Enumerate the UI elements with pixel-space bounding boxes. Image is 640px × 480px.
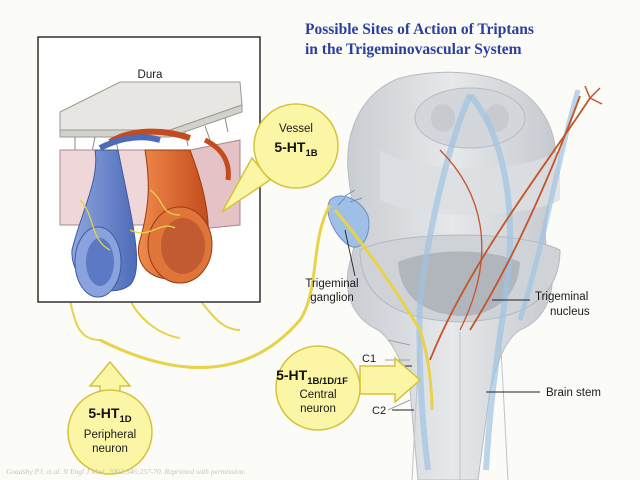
trigeminal-ganglion-shape	[327, 189, 370, 248]
central-neuron-callout: 5-HT1B/1D/1F Central neuron	[275, 345, 422, 431]
trigeminal-ganglion-label-line2: ganglion	[310, 292, 353, 304]
peripheral-label-line2: neuron	[92, 443, 128, 455]
vessel-label: Vessel	[279, 123, 313, 135]
peripheral-receptor: 5-HT1D	[88, 405, 131, 425]
brain-stem-illustration	[346, 71, 603, 480]
trigeminal-nucleus-label-line2: nucleus	[550, 306, 590, 318]
central-receptor: 5-HT1B/1D/1F	[276, 367, 348, 387]
peripheral-neuron-callout: 5-HT1D Peripheral neuron	[67, 360, 153, 475]
vessel-callout: Vessel 5-HT1B	[221, 103, 339, 213]
central-label-line1: Central	[299, 389, 336, 401]
c2-label: C2	[372, 405, 386, 417]
trigeminal-nucleus-label-line1: Trigeminal	[535, 291, 588, 303]
citation-text: Goadsby PJ, et al. N Engl J Med. 2002;34…	[6, 467, 246, 476]
dura-label: Dura	[138, 69, 164, 81]
title-line1: Possible Sites of Action of Triptans	[305, 21, 534, 38]
vessel-inset	[37, 36, 261, 303]
central-label-line2: neuron	[300, 403, 336, 415]
trigeminal-ganglion-label-line1: Trigeminal	[305, 278, 358, 290]
nerve-pathways	[69, 204, 434, 411]
c1-label: C1	[362, 353, 376, 365]
brain-stem-label: Brain stem	[546, 387, 601, 399]
vessel-receptor: 5-HT1B	[274, 139, 317, 159]
leader-trigeminal-ganglion	[344, 229, 356, 277]
title-line2: in the Trigeminovascular System	[305, 41, 522, 58]
peripheral-label-line1: Peripheral	[84, 429, 136, 441]
